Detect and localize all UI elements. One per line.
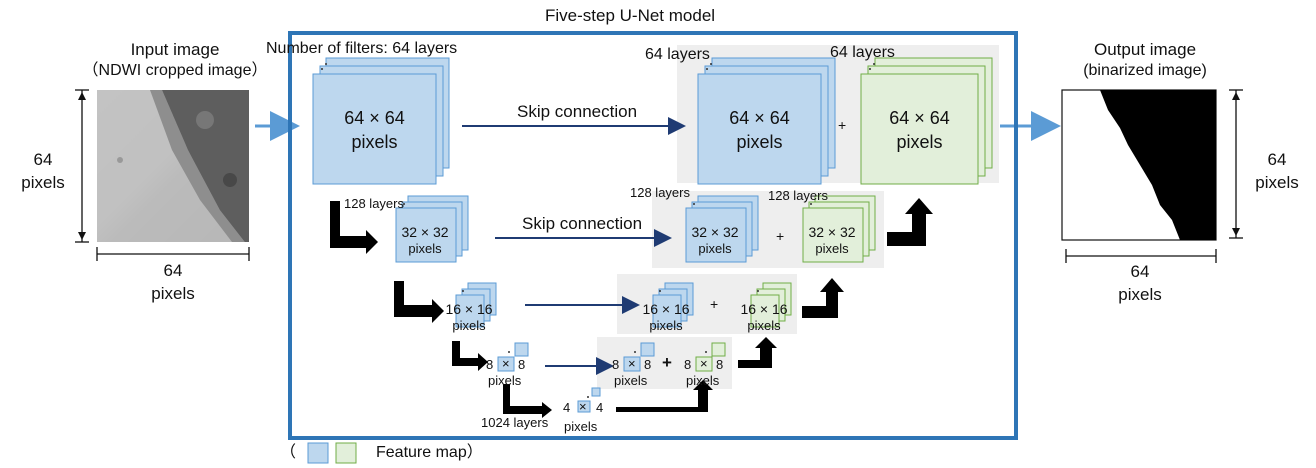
- decoder-level4-green-unit: pixels: [686, 373, 720, 388]
- bottleneck-size-b: 4: [596, 400, 604, 415]
- level2-plus-sign: +: [776, 228, 785, 244]
- input-title-line2: （NDWI cropped image）: [82, 62, 268, 79]
- output-title-line1: Output image: [1093, 40, 1197, 59]
- input-width-unit: pixels: [151, 284, 195, 303]
- decoder-level1-green-map: [860, 57, 993, 185]
- level2-encoder-layers-label: 128 layers: [344, 196, 404, 211]
- decoder-level4-green-times: ×: [700, 356, 708, 371]
- decoder-level3-blue-size-line1: 16 × 16: [642, 301, 690, 317]
- level3-plus-sign: +: [710, 296, 719, 312]
- legend-blue-swatch: [307, 442, 329, 464]
- output-image: [1061, 89, 1217, 241]
- encoder-level1-size-line1: 64 × 64: [344, 108, 405, 128]
- input-width-value: 64: [163, 261, 183, 280]
- output-height-unit: pixels: [1255, 173, 1299, 192]
- bottleneck-times: ×: [579, 399, 587, 414]
- encoder-level2-feature-map: [395, 195, 469, 263]
- encoder-level4-times: ×: [502, 356, 510, 371]
- decoder-level4-blue-unit: pixels: [614, 373, 648, 388]
- legend-open-paren: （: [280, 444, 297, 461]
- encoder-level3-feature-map: [455, 282, 497, 328]
- stack-dots: [321, 63, 875, 398]
- decoder-level2-green-size-line1: 32 × 32: [808, 224, 856, 240]
- encoder-level1-size-line2: pixels: [351, 132, 398, 152]
- input-title-line1: Input image: [130, 40, 220, 59]
- unet-frame: [288, 31, 1018, 440]
- level1-skip-connection-label: Skip connection: [517, 102, 638, 121]
- bottleneck-feature-map: [577, 387, 601, 413]
- bottleneck-unit: pixels: [564, 419, 598, 434]
- level1-green-layers-label: 64 layers: [830, 44, 895, 61]
- output-height-value: 64: [1267, 150, 1287, 169]
- output-height-dimension: [1229, 89, 1243, 239]
- encoder-level4-size-b: 8: [518, 357, 526, 372]
- input-image: [97, 90, 249, 242]
- decoder-level2-blue-map: [685, 195, 759, 263]
- level1-plus-sign: +: [838, 117, 847, 133]
- decoder-level1-blue-map: [697, 57, 836, 185]
- level4-plus-sign: +: [662, 353, 672, 372]
- decoder-level2-green-map: [802, 195, 876, 263]
- level2-skip-connection-label: Skip connection: [522, 214, 643, 233]
- encoder-level3-size-line2: pixels: [452, 318, 486, 333]
- encoder-level4-unit: pixels: [488, 373, 522, 388]
- legend-green-swatch: [335, 442, 357, 464]
- decoder-level4-blue-size-b: 8: [644, 357, 652, 372]
- bottleneck-layers-label: 1024 layers: [481, 415, 549, 430]
- decoder-level3-green-size-line1: 16 × 16: [740, 301, 788, 317]
- decoder-level4-blue-times: ×: [628, 356, 636, 371]
- output-width-value: 64: [1130, 262, 1150, 281]
- decoder-level4-green-size-a: 8: [684, 357, 692, 372]
- level1-blue-layers-label: 64 layers: [645, 46, 710, 63]
- decoder-level3-blue-map: [652, 282, 694, 328]
- decoder-level1-green-size-line1: 64 × 64: [889, 108, 950, 128]
- skip-connection-arrows: [462, 117, 686, 375]
- downsample-arrows: [330, 201, 552, 418]
- decoder-level1-blue-size-line2: pixels: [736, 132, 783, 152]
- decoder-level1-green-size-line2: pixels: [896, 132, 943, 152]
- filters-label: Number of filters: 64 layers: [266, 40, 458, 57]
- bottleneck-size-a: 4: [563, 400, 571, 415]
- decoder-level4-green-map: [695, 342, 726, 372]
- encoder-level2-size-line1: 32 × 32: [401, 224, 449, 240]
- encoder-level4-size-a: 8: [486, 357, 494, 372]
- decoder-level4-blue-map: [623, 342, 655, 372]
- decoder-level4-green-size-b: 8: [716, 357, 724, 372]
- input-height-unit: pixels: [21, 173, 65, 192]
- encoder-level3-size-line1: 16 × 16: [445, 301, 493, 317]
- input-height-dimension: [75, 89, 89, 243]
- decoder-level1-blue-size-line1: 64 × 64: [729, 108, 790, 128]
- decoder-level3-green-size-line2: pixels: [747, 318, 781, 333]
- upsample-arrows: [616, 198, 933, 412]
- decoder-level2-blue-size-line2: pixels: [698, 241, 732, 256]
- output-width-unit: pixels: [1118, 285, 1162, 304]
- level2-green-layers-label: 128 layers: [768, 188, 828, 203]
- encoder-level4-feature-map: [497, 342, 529, 372]
- encoder-level1-feature-map: [312, 57, 450, 185]
- input-width-dimension: [96, 247, 250, 261]
- decoder-level3-blue-size-line2: pixels: [649, 318, 683, 333]
- legend-label: Feature map）: [376, 444, 483, 461]
- level2-blue-layers-label: 128 layers: [630, 185, 690, 200]
- decoder-level2-green-size-line2: pixels: [815, 241, 849, 256]
- decoder-level3-green-map: [750, 282, 792, 328]
- diagram-title: Five-step U-Net model: [545, 6, 716, 25]
- decoder-level4-blue-size-a: 8: [612, 357, 620, 372]
- output-title-line2: (binarized image): [1083, 62, 1207, 79]
- output-width-dimension: [1065, 249, 1217, 263]
- encoder-level2-size-line2: pixels: [408, 241, 442, 256]
- decoder-level2-blue-size-line1: 32 × 32: [691, 224, 739, 240]
- input-height-value: 64: [33, 150, 53, 169]
